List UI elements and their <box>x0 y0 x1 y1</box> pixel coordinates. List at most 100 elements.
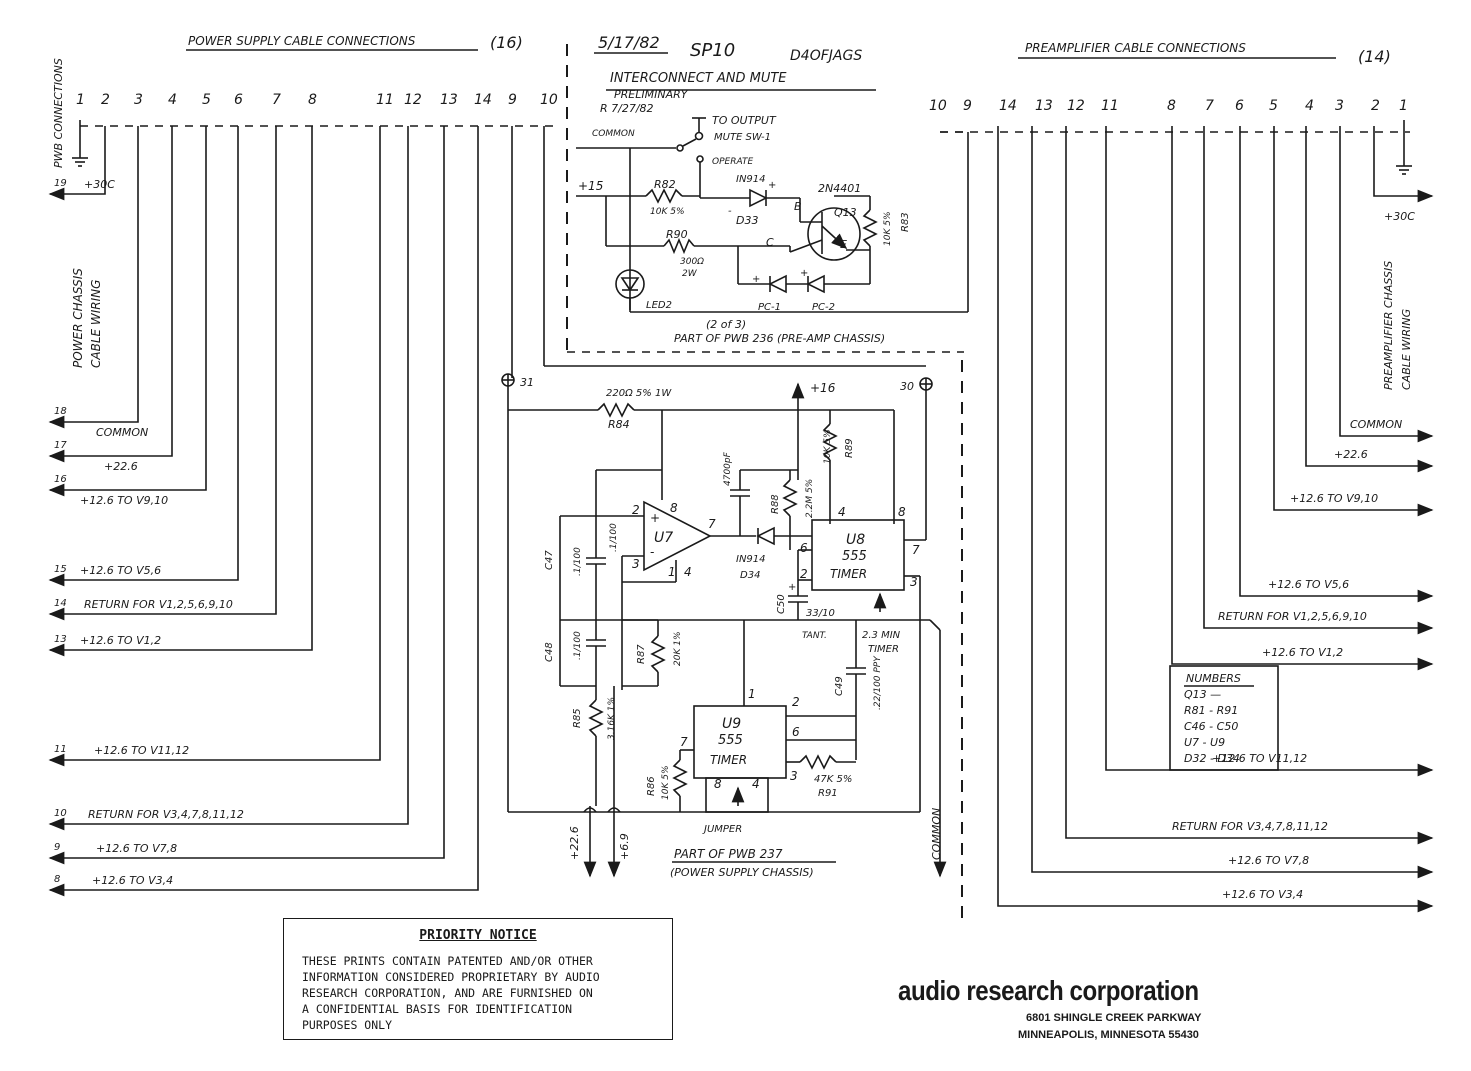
u7-pin: 2 <box>632 503 640 517</box>
priority-notice-body: THESE PRINTS CONTAIN PATENTED AND/OR OTH… <box>302 954 600 1032</box>
output-6-9: +6.9 <box>618 833 631 860</box>
drawing-status: PRELIMINARY <box>614 88 689 101</box>
right-pin-number: 2 <box>1371 98 1380 114</box>
resistor-r91 <box>799 754 837 770</box>
left-wire <box>48 126 207 497</box>
u9-pin: 8 <box>714 777 722 791</box>
r86-label: R86 <box>646 776 657 796</box>
r90-value: 300Ω <box>680 257 704 267</box>
led2-label: LED2 <box>646 300 672 311</box>
u7-pin: 8 <box>670 501 678 515</box>
u7-minus: - <box>650 545 654 559</box>
resistor-r89 <box>822 423 838 461</box>
c48-label: C48 <box>544 642 555 662</box>
u9-type: 555 <box>718 733 743 748</box>
right-pin-number: 4 <box>1305 98 1314 114</box>
left-wire-number: 17 <box>54 440 67 451</box>
r90-label: R90 <box>666 228 688 241</box>
u8-pin: 3 <box>910 575 918 589</box>
r85-value: 3.16K 1% <box>607 697 617 740</box>
sheet-label: D4OFJAGS <box>790 48 862 64</box>
right-wire-label: +12.6 TO V5,6 <box>1268 578 1349 591</box>
right-pin-number: 3 <box>1335 98 1344 114</box>
right-wire <box>1373 126 1434 203</box>
right-wire-label: RETURN FOR V1,2,5,6,9,10 <box>1218 610 1367 623</box>
timer-part-of-1: PART OF PWB 237 <box>674 847 783 861</box>
resistor-r84 <box>597 402 635 418</box>
transistor-q13 <box>807 207 861 261</box>
r90-power: 2W <box>682 269 698 279</box>
pwb-connections-label: PWB CONNECTIONS <box>52 58 65 168</box>
u7-pin: 1 <box>668 565 676 579</box>
u8-pin: 8 <box>898 505 906 519</box>
resistor-r83 <box>862 209 878 247</box>
left-wire-number: 8 <box>54 874 60 885</box>
numbers-line: U7 - U9 <box>1184 736 1225 749</box>
q13-type: 2N4401 <box>818 182 861 195</box>
left-wire <box>48 126 445 865</box>
drawing-title: INTERCONNECT AND MUTE <box>610 71 787 86</box>
mute-part-of: PART OF PWB 236 (PRE-AMP CHASSIS) <box>674 332 885 345</box>
output-terminal <box>694 131 704 141</box>
tant-label: TANT. <box>802 631 827 641</box>
left-wire-label: +12.6 TO V9,10 <box>80 494 168 507</box>
r83-value: 10K 5% <box>883 212 893 247</box>
left-wire <box>48 126 239 587</box>
d33-plus: + <box>768 180 776 191</box>
q13-label: Q13 <box>834 206 857 219</box>
numbers-line: Q13 — <box>1184 688 1221 701</box>
mute-pins-label: (2 of 3) <box>706 318 746 331</box>
diode-d34 <box>756 526 775 546</box>
operate-label: OPERATE <box>712 157 753 167</box>
u9-pin: 1 <box>748 687 756 701</box>
r82-label: R82 <box>654 178 676 191</box>
u9-pin: 6 <box>792 725 800 739</box>
q13-emitter-label: E <box>840 238 847 251</box>
u8-type: 555 <box>842 549 867 564</box>
resistor-r87 <box>650 635 666 673</box>
left-wire-label: RETURN FOR V3,4,7,8,11,12 <box>88 808 244 821</box>
preamp-chassis-label: PREAMPLIFIER CHASSIS <box>1382 261 1395 390</box>
left-wire-number: 9 <box>54 842 60 853</box>
u8-pin: 4 <box>838 505 846 519</box>
right-wire-label: +22.6 <box>1334 448 1368 461</box>
operate-contact <box>696 155 704 163</box>
timer-note-1: 2.3 MIN <box>862 630 901 641</box>
left-pin-number: 12 <box>404 92 422 108</box>
right-wire <box>1171 126 1434 671</box>
left-pin-number: 8 <box>308 92 317 108</box>
left-wire <box>48 126 479 897</box>
u8-pin: 6 <box>800 541 808 555</box>
pc2-plus: + <box>800 268 808 279</box>
left-wire <box>48 126 313 657</box>
r89-label: R89 <box>844 438 855 458</box>
right-pin-number: 6 <box>1235 98 1244 114</box>
diode-d33 <box>749 188 768 208</box>
pc1-label: PC-1 <box>758 302 781 313</box>
left-wire-label: +30C <box>84 178 115 191</box>
u9-label: U9 <box>722 716 741 732</box>
c50-plus: + <box>788 582 796 593</box>
u9-pin: 2 <box>792 695 800 709</box>
common-label-mute: COMMON <box>592 129 635 139</box>
right-wire-label: +12.6 TO V3,4 <box>1222 888 1303 901</box>
left-wire-number: 11 <box>54 744 67 755</box>
u9-pin: 7 <box>680 735 688 749</box>
power-chassis-label: POWER CHASSIS <box>71 268 85 368</box>
numbers-line: C46 - C50 <box>1184 720 1238 733</box>
left-wire-label: +12.6 TO V1,2 <box>80 634 161 647</box>
timer-circuit: 31 30 220Ω 5% 1W R84 +16 10K 5% R89 4700… <box>501 126 947 879</box>
left-pin-number: 4 <box>168 92 177 108</box>
left-wire <box>48 126 139 429</box>
left-pin-number: 11 <box>376 92 394 108</box>
left-wire-number: 10 <box>54 808 67 819</box>
left-pin-number: 6 <box>234 92 243 108</box>
left-wire <box>48 126 277 621</box>
mute-switch-label: MUTE SW-1 <box>714 132 771 143</box>
left-wire-label: +22.6 <box>104 460 138 473</box>
right-pin-number: 10 <box>929 98 947 114</box>
resistor-r90 <box>663 237 695 255</box>
right-heading: PREAMPLIFIER CABLE CONNECTIONS <box>1025 41 1246 55</box>
